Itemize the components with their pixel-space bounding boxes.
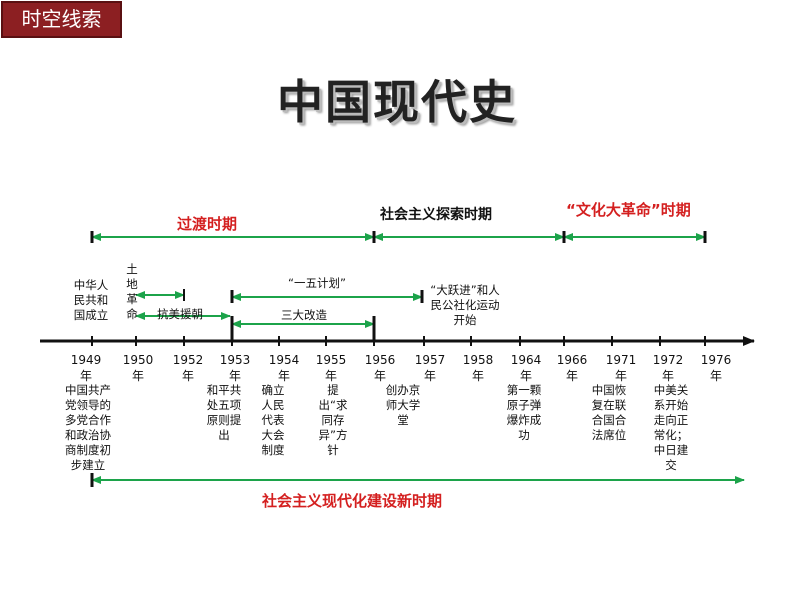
event-npc-system: 确立人民代表大会制度: [261, 383, 285, 457]
event-arrow-resist-us-aid-korea: [135, 289, 185, 301]
period-arrow-cultural-revolution: [562, 231, 707, 243]
event-prc-founded: 中华人民共和国成立: [73, 278, 109, 322]
page-title: 中国现代史: [277, 75, 517, 129]
event-three-transformations: 三大改造: [281, 308, 327, 322]
event-us-japan-relations: 中美关系开始走向正常化；中日建交: [653, 383, 689, 472]
event-first-five-year-plan: “一五计划”: [288, 276, 346, 290]
period-label-modernization: 社会主义现代化建设新时期: [262, 492, 443, 510]
event-kyoto-school: 创办京师大学堂: [385, 383, 421, 427]
event-atomic-bomb: 第一颗原子弹爆炸成功: [506, 383, 542, 442]
event-great-leap-forward: “大跃进”和人民公社化运动开始: [430, 283, 500, 327]
period-label-exploration: 社会主义探索时期: [380, 207, 492, 223]
period-arrow-modernization: [90, 473, 745, 487]
event-un-seat: 中国恢复在联合国合法席位: [591, 383, 627, 442]
event-seek-common-ground: 提出“求同存异”方针: [318, 383, 348, 457]
section-tag: 时空线索: [1, 1, 122, 38]
event-five-principles: 和平共处五项原则提出: [206, 383, 242, 442]
period-arrow-transition: [90, 231, 375, 243]
event-multiparty-cooperation: 中国共产党领导的多党合作和政治协商制度初步建立: [65, 383, 111, 472]
event-land-reform: 土地革命: [126, 262, 138, 321]
period-label-transition: 过渡时期: [177, 215, 238, 233]
event-resist-us-aid-korea: 抗美援朝: [157, 307, 203, 321]
year-ticks: [91, 336, 706, 346]
event-arrow-first-five-year-plan: [230, 290, 424, 303]
period-label-cultural-revolution: “文化大革命”时期: [566, 201, 691, 219]
period-arrow-exploration: [372, 231, 565, 243]
